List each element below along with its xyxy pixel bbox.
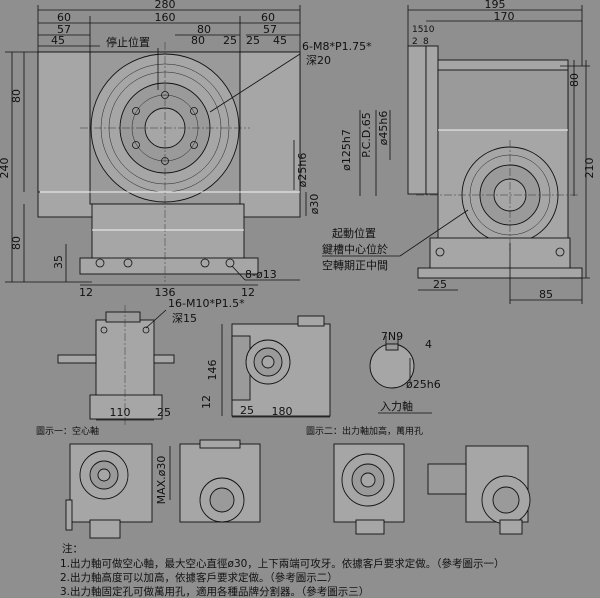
dim-side-170: 170 [494,10,515,23]
hollow-shaft-side-view: MAX.ø30 [155,439,261,523]
dim-side-80: 80 [568,73,581,87]
dim-left-80-bottom: 80 [10,236,23,250]
dim-bottom-136: 136 [155,286,176,299]
label-thread-m8: 6-M8*P1.75* [302,40,372,53]
top-view-base [91,203,245,261]
dim-side-85: 85 [539,288,553,301]
dim-left-80-top: 80 [10,89,23,103]
top-view: 280 60 160 60 57 80 57 45 80 25 25 45 24… [0,0,372,299]
label-key-depth: 4 [425,338,432,351]
dim-45h6: ø45h6 [377,111,390,146]
side-view-plate [407,45,427,195]
dim-top-left: 60 [57,11,71,24]
dim-left-35: 35 [52,255,65,269]
label-input-25h6: ø25h6 [406,378,441,391]
side-view-base [429,237,571,273]
side-view: 195 170 15 10 2 8 ø125h7 P.C.D.65 ø45h6 … [322,0,596,304]
example-one-view: 16-M10*P1.5* 深15 110 25 圖示一：空心軸 [36,297,245,437]
bolt-hole [132,107,140,115]
dim-example-one-25: 25 [157,406,171,419]
caption-example-two: 圖示二：出力軸加高，萬用孔 [306,425,423,437]
label-holes-8: 8-ø13 [245,268,277,281]
dim-top-80-inner: 80 [191,34,205,47]
dim-side-2: 2 [412,37,418,47]
dim-side-15: 15 [412,25,423,35]
input-shaft-keyway [385,343,399,351]
dim-top-57-right: 57 [263,23,277,36]
label-stop-position: 停止位置 [106,35,150,49]
top-view-foot [79,257,259,275]
note-line-2: 2.出力軸高度可以加高，依據客戶要求定做。（參考圖示二） [60,571,338,584]
example-one-shaft-left [57,354,97,364]
dim-example-two-12: 12 [200,395,213,409]
dim-left-240: 240 [0,158,11,179]
example-two-view: 146 12 25 180 圖示二：出力軸加高，萬用孔 [200,315,423,437]
dim-top-45-right: 45 [273,34,287,47]
dim-top-25-left: 25 [223,34,237,47]
label-depth-20: 深20 [306,54,331,67]
dim-top-45-left: 45 [51,34,65,47]
dim-side-8: 8 [423,37,429,47]
dim-shaft-30: ø30 [308,194,321,215]
dim-shaft-25h6: ø25h6 [296,153,309,188]
dim-example-two-146: 146 [206,360,219,381]
note-line-1: 1.出力軸可做空心軸，最大空心直徑ø30，上下兩端可攻牙。依據客戶要求定做。（參… [60,557,505,570]
label-start-position: 起動位置 [332,226,376,240]
dim-side-10: 10 [423,25,435,35]
example-three-front-view [333,443,405,535]
label-thread-m10: 16-M10*P1.5* [168,297,245,310]
dim-top-right: 60 [261,11,275,24]
top-view-right-wing [239,51,301,193]
dim-max-30: MAX.ø30 [155,456,168,505]
label-idle-middle: 空轉期正中間 [322,258,388,272]
dim-side-25: 25 [433,278,447,291]
dim-example-two-25: 25 [240,404,254,417]
dim-top-overall: 280 [155,0,176,11]
note-line-3: 3.出力軸固定孔可做萬用孔，適用各種品牌分割器。（參考圖示三） [60,585,369,598]
dim-side-210: 210 [583,158,596,179]
dim-example-one-110: 110 [110,406,131,419]
hollow-shaft-front-view [65,443,153,539]
dim-example-two-180: 180 [272,405,293,418]
notes-heading: 注： [62,542,83,555]
label-keyway-center: 鍵槽中心位於 [322,242,388,256]
input-shaft-view: 7N9 4 ø25h6 入力軸 [369,330,441,414]
bolt-hole [190,107,198,115]
dim-top-80: 80 [197,23,211,36]
dim-pcd-65: P.C.D.65 [360,112,373,158]
example-three-side-view [427,445,531,535]
bolt-hole [132,141,140,149]
caption-example-one: 圖示一：空心軸 [36,425,99,437]
notes-block: 注： 1.出力軸可做空心軸，最大空心直徑ø30，上下兩端可攻牙。依據客戶要求定做… [60,542,505,598]
label-key-7n9: 7N9 [381,330,403,343]
dim-bottom-12-right: 12 [241,286,255,299]
top-view-left-wing [37,51,91,193]
label-depth-15: 深15 [172,312,197,325]
dim-bottom-12-left: 12 [79,286,93,299]
dim-top-57-left: 57 [57,23,71,36]
dim-125h7: ø125h7 [340,129,353,171]
dim-top-25-right: 25 [246,34,260,47]
bolt-hole [190,141,198,149]
dim-top-middle: 160 [155,11,176,24]
dim-side-195: 195 [485,0,506,11]
label-input-shaft: 入力軸 [380,399,413,413]
